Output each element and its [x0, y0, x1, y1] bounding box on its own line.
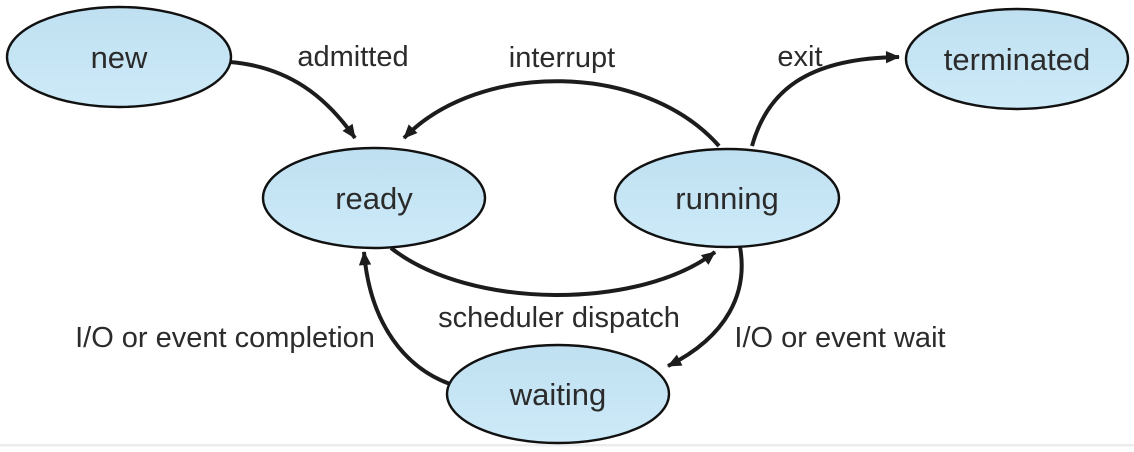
state-node-waiting: waiting	[445, 343, 671, 445]
state-node-running: running	[613, 147, 841, 249]
transition-arrow-interrupt	[402, 79, 721, 148]
state-node-new: new	[5, 5, 233, 109]
state-label-terminated: terminated	[944, 42, 1090, 77]
state-ellipse-ready	[261, 146, 487, 250]
state-ellipse-terminated	[904, 7, 1130, 111]
state-label-running: running	[675, 181, 778, 216]
state-label-new: new	[91, 40, 148, 75]
transition-arrow-io-event-wait	[667, 246, 744, 368]
state-nodes: new ready running waiting terminated	[5, 5, 1130, 445]
transition-label-interrupt: interrupt	[509, 42, 615, 74]
transition-label-exit: exit	[777, 41, 822, 73]
state-label-ready: ready	[335, 181, 413, 216]
state-node-ready: ready	[261, 146, 487, 250]
figure-bottom-rule	[0, 444, 1134, 447]
state-label-waiting: waiting	[509, 377, 607, 412]
transition-arrow-io-event-completion	[358, 251, 451, 386]
state-ellipse-new	[5, 5, 233, 109]
transition-arrow-exit	[750, 50, 900, 147]
transition-label-scheduler-dispatch: scheduler dispatch	[438, 302, 680, 334]
transition-arrows	[229, 50, 900, 386]
transition-labels: admitted interrupt exit scheduler dispat…	[75, 41, 945, 354]
state-ellipse-waiting	[445, 343, 671, 445]
state-ellipse-running	[613, 147, 841, 249]
state-node-terminated: terminated	[904, 7, 1130, 111]
transition-label-io-event-wait: I/O or event wait	[734, 322, 945, 354]
transition-label-admitted: admitted	[297, 41, 408, 73]
transition-arrow-admitted	[229, 60, 357, 140]
transition-label-io-event-completion: I/O or event completion	[75, 322, 375, 354]
transition-arrow-scheduler-dispatch	[389, 246, 717, 297]
